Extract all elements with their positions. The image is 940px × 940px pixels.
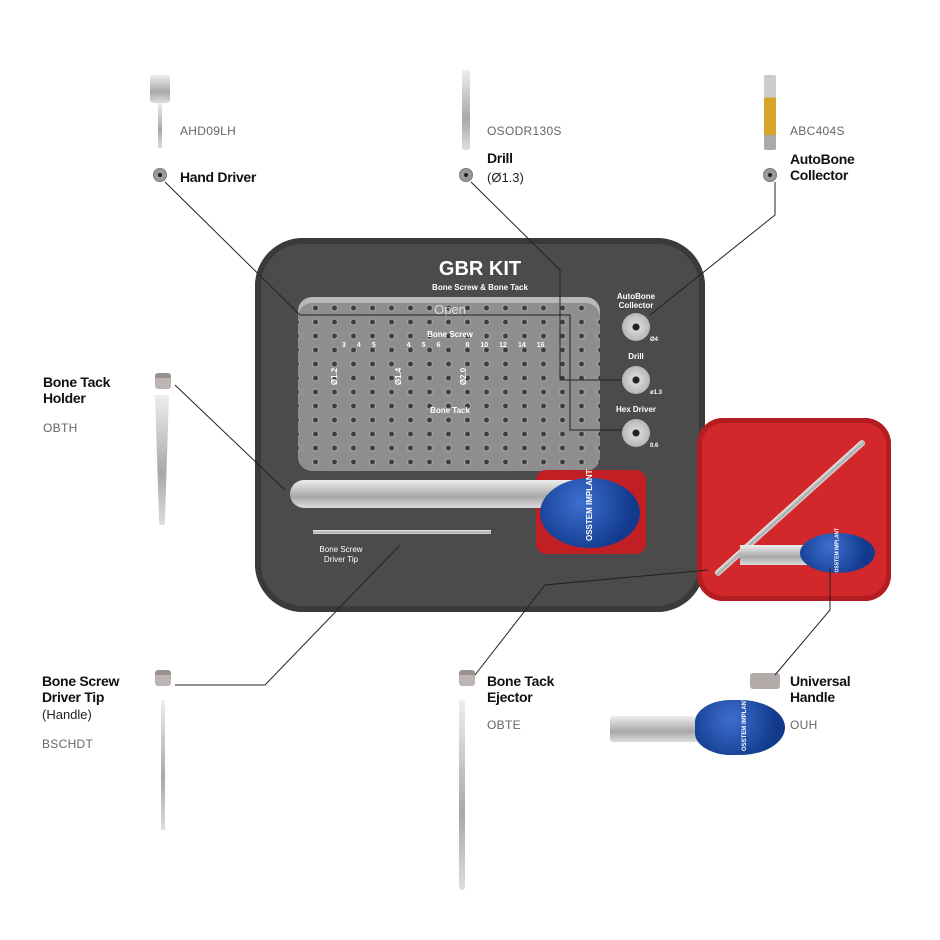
bone-screw-driver-tip-name: Bone Screw Driver Tip [42, 673, 120, 705]
hand-driver-bullet-icon [153, 168, 167, 182]
drill-bullet-icon [459, 168, 473, 182]
hand-driver-name: Hand Driver [180, 169, 257, 185]
hand-driver-image [150, 75, 170, 103]
universal-handle-name: Universal Handle [790, 673, 851, 705]
slot-size: 0.6 [650, 443, 659, 449]
tray-open-label: Open [434, 302, 466, 317]
drill-name: Drill [487, 150, 513, 166]
slot-size: ø1.3 [650, 390, 663, 396]
universal-handle-in-kit [540, 478, 640, 548]
drill-code: OSODR130S [487, 124, 562, 138]
bone-screw-driver-tip-detail: (Handle) [42, 707, 92, 722]
autobone-slot[interactable] [622, 313, 650, 341]
autobone-bullet-icon [763, 168, 777, 182]
hand-driver-code: AHD09LH [180, 124, 237, 138]
bone-tack-ejector-code: OBTE [487, 718, 521, 732]
bone-tack-ejector-name: Bone Tack Ejector [487, 673, 555, 705]
kit-title: GBR KIT [438, 258, 522, 280]
slot-label-autobone: AutoBone Collector [616, 292, 656, 310]
drill-slot[interactable] [622, 366, 650, 394]
universal-handle-code: OUH [790, 718, 818, 732]
bone-tack-holder-thumbnail-icon [155, 373, 171, 389]
drill-detail: (Ø1.3) [487, 170, 524, 185]
slot-label-hex-driver: Hex Driver [615, 405, 657, 414]
drill-image [462, 70, 470, 150]
autobone-name: AutoBone Collector [790, 151, 855, 183]
hex-driver-slot[interactable] [622, 419, 650, 447]
kit-subtitle: Bone Screw & Bone Tack [432, 283, 528, 292]
handle-shaft-in-case [740, 545, 810, 565]
hand-driver-shaft [158, 103, 162, 148]
bone-tack-label: Bone Tack [430, 406, 470, 415]
driver-tip-kit-label: Bone Screw Driver Tip [319, 545, 363, 564]
bone-tack-holder-image [155, 395, 169, 525]
slot-label-drill: Drill [628, 352, 644, 361]
ejector-thumbnail-icon [459, 670, 475, 686]
bone-tack-ejector-image [459, 700, 465, 890]
universal-handle-image [695, 700, 785, 755]
bone-tack-holder-name: Bone Tack Holder [43, 374, 111, 406]
bone-screw-label: Bone Screw [427, 330, 473, 339]
driver-tip-thumbnail-icon [155, 670, 171, 686]
bone-tack-holder-in-kit [290, 480, 590, 508]
slot-size: Ø4 [650, 337, 659, 343]
universal-handle-thumbnail-icon [750, 673, 780, 689]
autobone-collector-image [764, 75, 776, 150]
bone-screw-driver-tip-code: BSCHDT [42, 737, 94, 751]
driver-tip-in-kit [313, 530, 491, 534]
driver-tip-image [161, 700, 165, 830]
autobone-code: ABC404S [790, 124, 845, 138]
universal-handle-in-case [800, 533, 875, 573]
screw-tray[interactable] [298, 297, 600, 471]
bone-tack-holder-code: OBTH [43, 421, 78, 435]
